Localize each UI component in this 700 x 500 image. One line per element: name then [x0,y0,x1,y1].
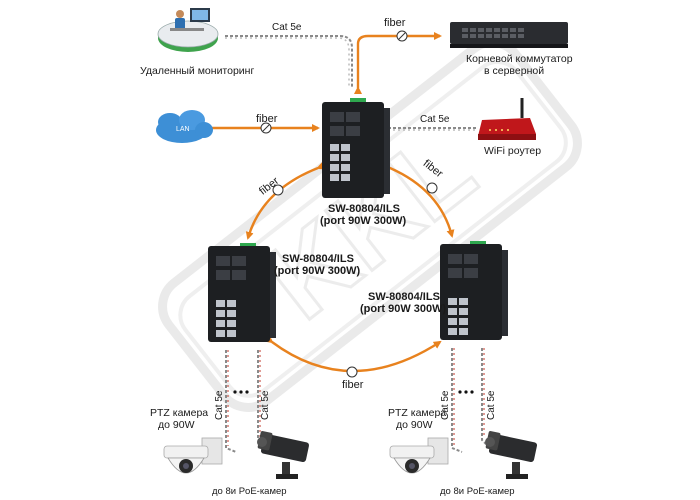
left-switch-icon [208,243,276,342]
workstation-icon [157,8,219,52]
ptz-label-right-2: до 90W [396,419,433,431]
switch-port-right: (port 90W 300W) [360,303,447,315]
switch-model-top: SW-80804/ILS [328,203,400,215]
fiber-label-bottom: fiber [342,379,364,391]
cable-label-left-2: Cat 5e [260,390,271,420]
cable-monitoring [225,35,353,88]
label-remote-monitoring: Удаленный мониторинг [140,65,254,77]
fiber-ring [245,161,455,378]
ptz-label-left-2: до 90W [158,419,195,431]
switch-port-top: (port 90W 300W) [320,215,407,227]
cable-label-left-1: Cat 5e [214,390,225,420]
cable-label-monitoring: Cat 5e [272,22,302,33]
lan-cloud-icon [156,110,213,143]
label-core-switch-1: Корневой коммутатор [466,53,573,65]
bullet-camera-icon-right [485,431,538,479]
fiber-lan [206,122,320,134]
ptz-label-right-1: PTZ камера [388,407,446,419]
cable-label-right-1: Cat 5e [440,390,451,420]
main-switch-icon [322,98,390,198]
label-wifi-router: WiFi роутер [484,145,541,157]
fiber-label-core: fiber [384,17,406,29]
ptz-camera-icon-left [163,437,223,474]
cable-wifi [388,127,478,131]
bullet-camera-icon-left [257,431,310,479]
cable-label-wifi: Cat 5e [420,114,450,125]
right-switch-icon [440,241,508,340]
camera-cables-right [451,348,489,453]
fiber-core [354,30,442,94]
fiber-label-lan: fiber [256,113,278,125]
switch-port-left: (port 90W 300W) [274,265,361,277]
wifi-router-icon [478,98,536,140]
core-switch-icon [450,22,568,48]
switch-model-left: SW-80804/ILS [282,253,354,265]
switch-model-right: SW-80804/ILS [368,291,440,303]
ptz-camera-icon-right [389,437,449,474]
poe-cams-right: до 8и PoE-камер [440,486,515,497]
cable-label-right-2: Cat 5e [486,390,497,420]
label-lan: LAN [176,126,190,133]
ptz-label-left-1: PTZ камера [150,407,208,419]
label-core-switch-2: в серверной [484,65,544,77]
poe-cams-left: до 8и PoE-камер [212,486,287,497]
